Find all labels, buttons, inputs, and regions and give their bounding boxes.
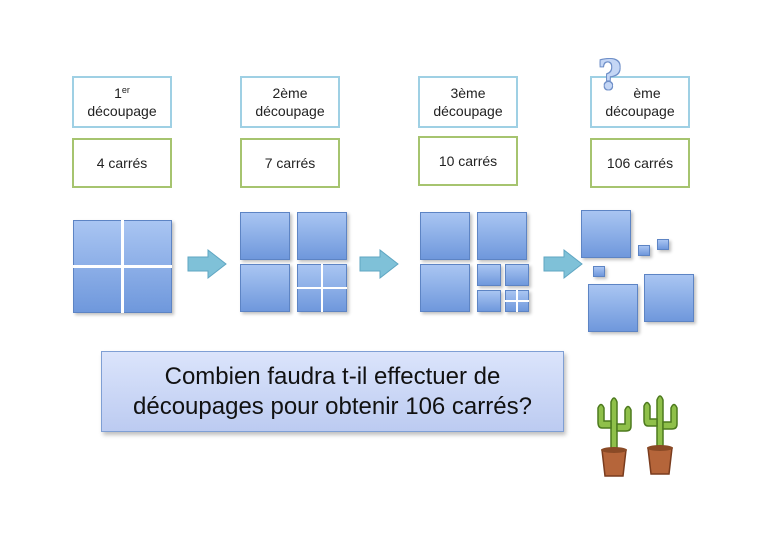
step-3-label: 3ème découpage [418, 76, 518, 128]
step-4-count: 106 carrés [590, 138, 690, 188]
cut-line [297, 287, 347, 289]
step-2-count: 7 carrés [240, 138, 340, 188]
step-3-word: découpage [433, 103, 503, 119]
step-4-label: ème découpage [590, 76, 690, 128]
square [297, 212, 347, 260]
step-4-word: découpage [605, 103, 675, 119]
question-line-1: Combien faudra t-il effectuer de [164, 362, 501, 390]
step-4-ordinal: ème [633, 85, 661, 101]
cactus-icon [597, 397, 632, 477]
question-line-2: découpages pour obtenir 106 carrés? [133, 392, 532, 420]
cut-line [73, 265, 172, 268]
question-box: Combien faudra t-il effectuer de découpa… [101, 351, 564, 432]
square [420, 264, 470, 312]
square [240, 212, 290, 260]
cactus-icon [643, 395, 678, 475]
square [581, 210, 631, 258]
question-mark-icon: ? [598, 52, 622, 99]
step-2-label: 2ème découpage [240, 76, 340, 128]
step-1-superscript: er [121, 85, 130, 95]
step-1-label: 1er découpage [72, 76, 172, 128]
square [240, 264, 290, 312]
arrow-right-icon [359, 248, 399, 280]
arrow-right-icon [187, 248, 227, 280]
step-1-ordinal: 1 [114, 85, 122, 101]
step-2-ordinal: 2ème [272, 85, 308, 101]
square [477, 290, 501, 312]
square [505, 264, 529, 286]
cut-line [505, 300, 529, 302]
step-3-ordinal: 3ème [450, 85, 486, 101]
step-2-word: découpage [255, 103, 325, 119]
square [420, 212, 470, 260]
square [593, 266, 605, 277]
square [638, 245, 650, 256]
step-1-count: 4 carrés [72, 138, 172, 188]
square [644, 274, 694, 322]
square [477, 212, 527, 260]
step-1-word: découpage [87, 103, 157, 119]
square [477, 264, 501, 286]
arrow-right-icon [543, 248, 583, 280]
square [657, 239, 669, 250]
step-3-count: 10 carrés [418, 136, 518, 186]
square [588, 284, 638, 332]
